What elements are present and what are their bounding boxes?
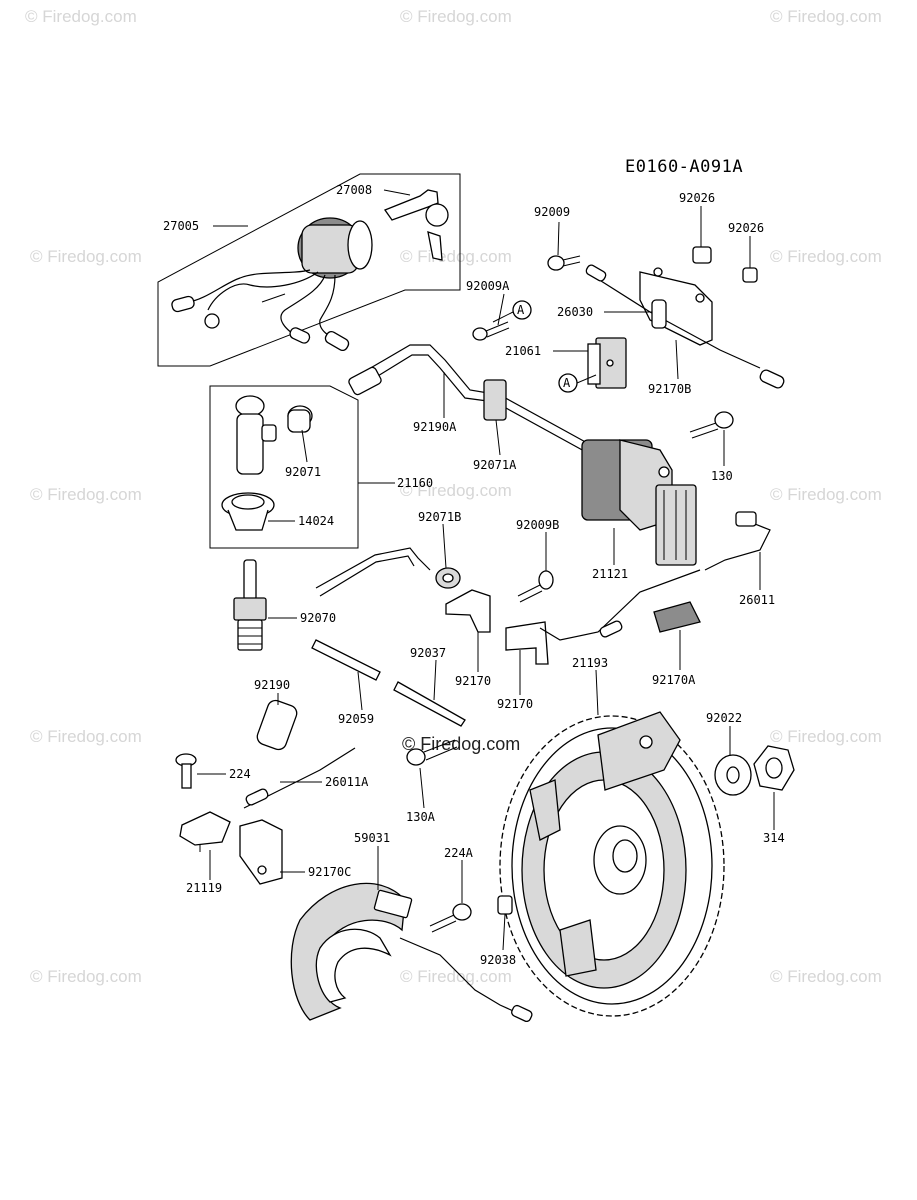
part-label: 92038 <box>480 953 516 967</box>
callout-a: A <box>517 303 525 317</box>
part-label: 92170 <box>497 697 533 711</box>
watermark: © Firedog.com <box>30 727 142 746</box>
watermark: © Firedog.com <box>770 485 882 504</box>
washer-and-nut <box>714 745 795 796</box>
ignition-coil-assembly <box>348 344 734 566</box>
part-label: 92009 <box>534 205 570 219</box>
part-label: 92009B <box>516 518 559 532</box>
part-label: 92071B <box>418 510 461 524</box>
watermark: © Firedog.com <box>770 967 882 986</box>
rectifier-assembly <box>472 246 785 389</box>
part-label: 59031 <box>354 831 390 845</box>
part-label: 92026 <box>728 221 764 235</box>
part-label: 92190 <box>254 678 290 692</box>
part-label: 21061 <box>505 344 541 358</box>
part-label: 26011 <box>739 593 775 607</box>
part-label: 92190A <box>413 420 457 434</box>
part-label: 92170C <box>308 865 351 879</box>
watermark: © Firedog.com <box>400 7 512 26</box>
watermark: © Firedog.com <box>770 727 882 746</box>
watermark: © Firedog.com <box>30 485 142 504</box>
part-label: 92070 <box>300 611 336 625</box>
watermark: © Firedog.com <box>30 247 142 266</box>
diagram-code: E0160-A091A <box>625 157 743 177</box>
part-label: 130A <box>406 810 436 824</box>
watermark: © Firedog.com <box>400 247 512 266</box>
watermark: © Firedog.com <box>770 247 882 266</box>
part-label: 21121 <box>592 567 628 581</box>
watermarks: © Firedog.com © Firedog.com © Firedog.co… <box>25 7 882 986</box>
part-label: 92026 <box>679 191 715 205</box>
brackets-and-wires <box>315 511 771 665</box>
part-label: 92170 <box>455 674 491 688</box>
part-label: 92022 <box>706 711 742 725</box>
plug-cap-kit <box>209 385 359 549</box>
spark-plug <box>233 559 267 651</box>
part-label: 92071A <box>473 458 517 472</box>
part-label: 26030 <box>557 305 593 319</box>
part-label: 21160 <box>397 476 433 490</box>
ignition-switch-kit <box>157 173 461 367</box>
part-label: 26011A <box>325 775 369 789</box>
flywheel <box>499 711 725 1017</box>
watermark: © Firedog.com <box>25 7 137 26</box>
part-label: 14024 <box>298 514 334 528</box>
callouts: A A <box>492 300 597 393</box>
lower-left-parts <box>175 747 356 885</box>
part-label: 92037 <box>410 646 446 660</box>
part-label: 21193 <box>572 656 608 670</box>
part-label: 92009A <box>466 279 510 293</box>
part-label: 27008 <box>336 183 372 197</box>
part-label: 92059 <box>338 712 374 726</box>
part-label: 92071 <box>285 465 321 479</box>
part-label: 92170A <box>652 673 696 687</box>
flywheel-cover <box>290 882 533 1022</box>
watermark: © Firedog.com <box>400 967 512 986</box>
leader-lines <box>197 189 775 951</box>
watermark: © Firedog.com <box>770 7 882 26</box>
watermark: © Firedog.com <box>400 481 512 500</box>
part-label: 224 <box>229 767 251 781</box>
pins-and-tubes <box>256 639 466 766</box>
part-label: 21119 <box>186 881 222 895</box>
part-label: 224A <box>444 846 474 860</box>
part-label: 27005 <box>163 219 199 233</box>
part-label: 314 <box>763 831 785 845</box>
part-label: 92170B <box>648 382 691 396</box>
part-label: 130 <box>711 469 733 483</box>
part-labels: 27008 27005 92009 92026 92026 92009A 260… <box>163 183 785 967</box>
callout-a: A <box>563 376 571 390</box>
watermark: © Firedog.com <box>30 967 142 986</box>
